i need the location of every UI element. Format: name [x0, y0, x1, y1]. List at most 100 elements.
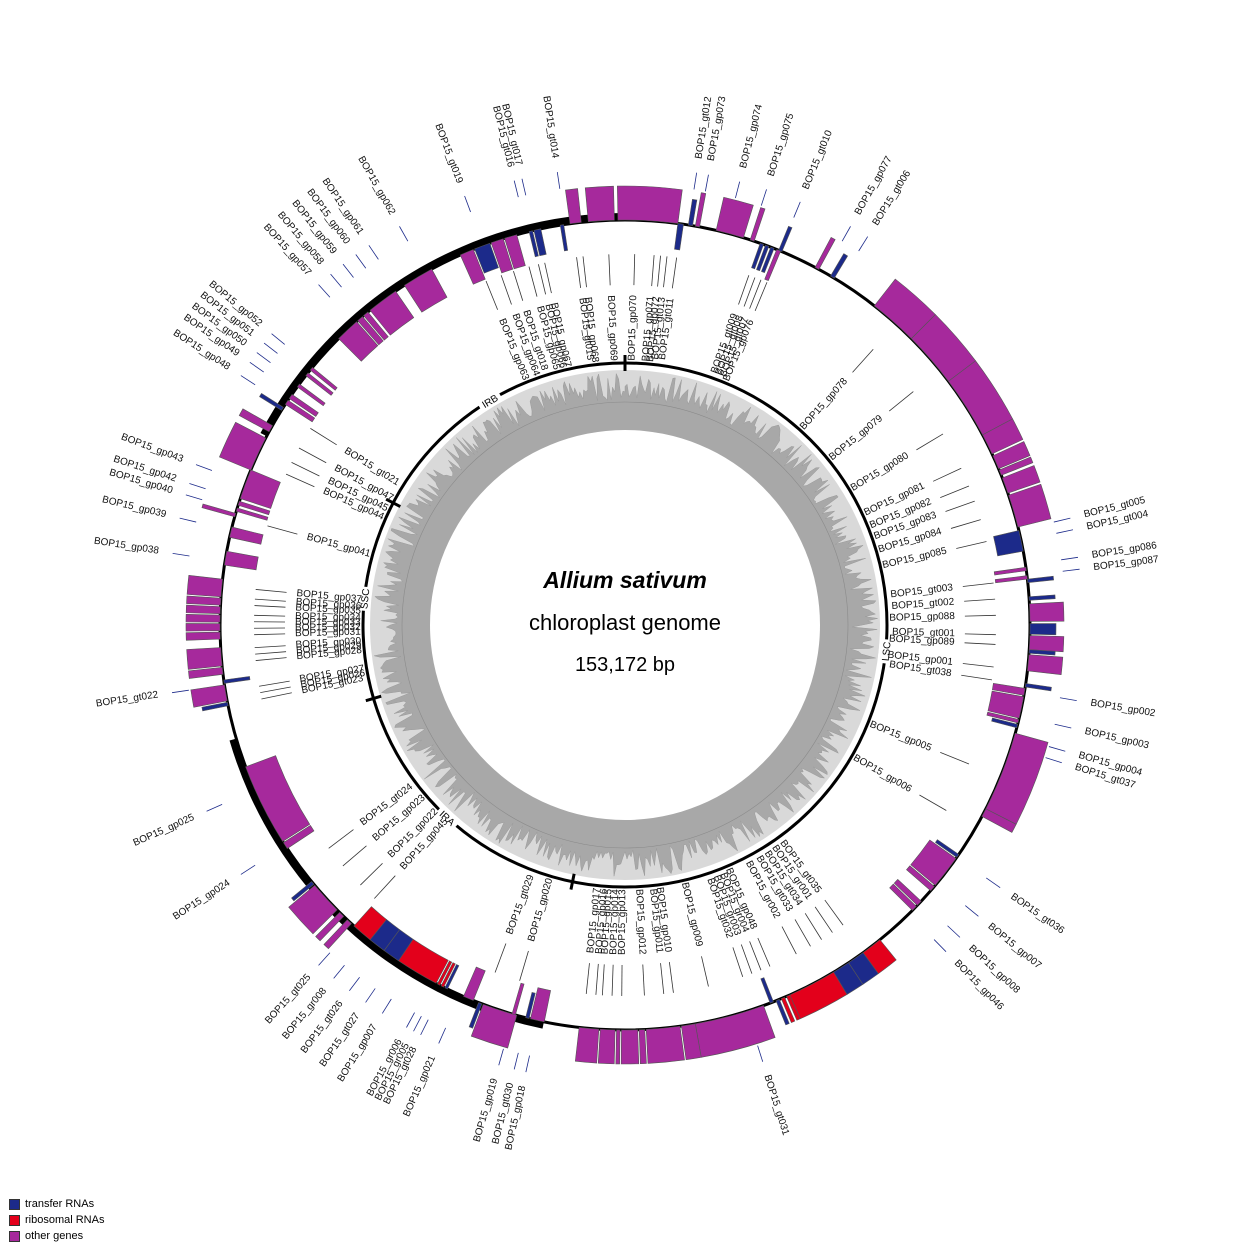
label-leader: [254, 633, 286, 636]
gene-block: [1001, 465, 1041, 494]
legend-item-trna: transfer RNAs: [9, 1196, 104, 1212]
gene-label: BOP15_gt031: [762, 1074, 792, 1138]
gene-label: BOP15_gp030: [295, 636, 362, 651]
label-leader: [961, 674, 992, 681]
gene-block: [237, 500, 271, 516]
label-leader: [940, 485, 970, 499]
gene-block: [565, 188, 582, 225]
label-leader: [932, 467, 962, 482]
label-leader: [732, 947, 744, 977]
label-leader: [355, 254, 367, 269]
label-leader: [254, 614, 286, 617]
label-leader: [254, 605, 286, 608]
gene-block: [238, 408, 273, 433]
gene-label: BOP15_gp014: [608, 889, 621, 955]
gene-block: [369, 290, 415, 336]
label-leader: [374, 875, 396, 899]
legend-label: other genes: [25, 1230, 84, 1242]
region-label-text: SSC: [359, 588, 372, 610]
label-leader: [240, 864, 256, 875]
gene-block: [504, 234, 526, 270]
gene-block: [688, 198, 698, 227]
label-leader: [179, 517, 197, 523]
label-leader: [793, 201, 801, 218]
gene-block: [459, 249, 486, 285]
label-leader: [916, 433, 944, 451]
label-leader: [947, 925, 961, 938]
gene-block: [1028, 635, 1065, 653]
gene-label: BOP15_gt010: [801, 128, 835, 191]
label-leader: [485, 280, 499, 310]
label-leader: [852, 349, 874, 373]
gene-label: BOP15_gp009: [679, 881, 705, 948]
label-leader: [206, 804, 223, 812]
gene-block: [245, 755, 311, 842]
gene-block: [444, 964, 460, 990]
label-leader: [255, 589, 287, 593]
gene-label: BOP15_gp036: [295, 597, 362, 613]
label-leader: [310, 428, 337, 446]
label-leader: [1056, 529, 1074, 534]
label-leader: [1048, 746, 1066, 752]
label-leader: [254, 645, 286, 649]
label-leader: [1054, 723, 1072, 729]
label-leader: [413, 1015, 422, 1032]
gene-block: [986, 711, 1020, 724]
gene-label: BOP15_gp078: [798, 376, 850, 432]
label-leader: [318, 284, 331, 298]
gene-block: [574, 1027, 600, 1064]
label-leader: [528, 266, 538, 297]
gene-label: BOP15_gt036: [1008, 891, 1066, 936]
label-leader: [464, 195, 471, 213]
label-leader: [328, 829, 354, 849]
label-leader: [668, 962, 674, 993]
gene-block: [694, 192, 707, 228]
gene-block: [223, 676, 251, 684]
label-leader: [794, 919, 811, 947]
gene-label: BOP15_gp029: [296, 640, 363, 656]
gene-block: [991, 683, 1026, 696]
gene-block: [185, 604, 221, 615]
label-leader: [368, 245, 379, 260]
gene-block: [1027, 575, 1054, 583]
gene-block: [994, 575, 1028, 584]
label-leader: [521, 178, 527, 196]
gene-block: [991, 717, 1018, 729]
gene-label: BOP15_gp038: [93, 536, 160, 557]
region-boundary: [365, 694, 382, 703]
gene-label: BOP15_gt002: [891, 597, 955, 612]
rrna-swatch: [9, 1214, 20, 1226]
gene-block: [296, 383, 326, 407]
gene-block: [190, 684, 228, 708]
label-leader: [964, 633, 996, 636]
label-leader: [701, 956, 709, 987]
region-label-bg: [877, 638, 893, 664]
gene-label: BOP15_gt019: [432, 122, 464, 185]
gene-label: BOP15_gp031: [295, 627, 361, 640]
gene-block: [893, 878, 922, 906]
gene-block: [224, 550, 259, 571]
label-leader: [255, 657, 287, 661]
label-leader: [240, 375, 256, 386]
label-leader: [671, 257, 678, 289]
label-leader: [171, 689, 189, 694]
gene-block: [987, 690, 1024, 719]
gene-label: BOP15_gp013: [617, 889, 629, 955]
label-leader: [172, 552, 190, 557]
gene-block: [760, 977, 774, 1004]
gene-block: [185, 623, 221, 632]
gene-block: [982, 418, 1024, 455]
species-name: Allium sativum: [542, 567, 707, 593]
gene-block: [436, 960, 453, 986]
label-leader: [986, 877, 1001, 889]
gene-block: [756, 244, 770, 272]
label-leader: [804, 913, 822, 940]
label-leader: [271, 333, 285, 345]
gene-block: [309, 366, 338, 391]
label-leader: [964, 614, 996, 617]
gene-block: [764, 249, 782, 282]
label-leader: [399, 226, 409, 242]
gene-block: [528, 230, 539, 258]
label-leader: [663, 256, 668, 288]
label-leader: [757, 1045, 764, 1062]
